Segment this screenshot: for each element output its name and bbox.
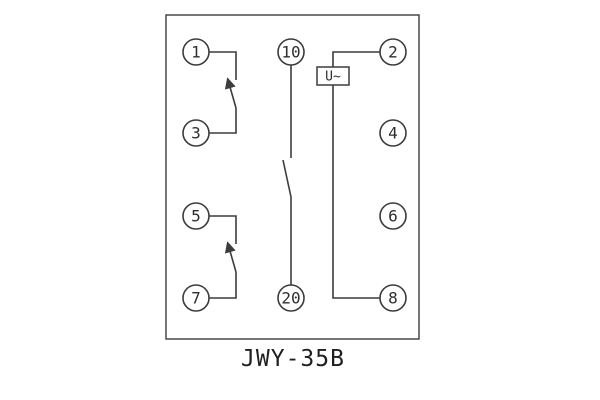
terminal-3: 3 bbox=[182, 119, 210, 147]
terminal-8-label: 8 bbox=[388, 289, 398, 308]
terminal-3-label: 3 bbox=[191, 124, 201, 143]
terminal-5: 5 bbox=[182, 202, 210, 230]
contact-1-3-lower-wire bbox=[209, 108, 237, 134]
terminal-10: 10 bbox=[277, 38, 305, 66]
terminal-2: 2 bbox=[379, 38, 407, 66]
contact-5-7-fixed-wire bbox=[209, 215, 237, 244]
terminal-4-circle bbox=[379, 119, 407, 147]
voltage-element: U~ bbox=[316, 66, 350, 86]
terminal-4: 4 bbox=[379, 119, 407, 147]
terminal-5-label: 5 bbox=[191, 207, 201, 226]
terminal-20: 20 bbox=[277, 284, 305, 312]
contact-1-3-fixed-wire bbox=[209, 51, 237, 80]
voltage-element-label: U~ bbox=[325, 70, 341, 85]
contact-5-7-blade bbox=[224, 241, 237, 273]
branch-2-8: U~ bbox=[316, 51, 380, 299]
terminal-4-label: 4 bbox=[388, 124, 398, 143]
wire-2-to-device bbox=[332, 51, 380, 67]
terminal-7-label: 7 bbox=[191, 289, 201, 308]
terminal-2-label: 2 bbox=[388, 43, 398, 62]
switch-10-20 bbox=[282, 65, 292, 285]
contact-5-7 bbox=[209, 215, 237, 299]
terminal-2-circle bbox=[379, 38, 407, 66]
contact-5-7-lower-wire bbox=[209, 272, 237, 299]
terminal-6-circle bbox=[379, 202, 407, 230]
switch-blade bbox=[282, 159, 292, 198]
terminal-7: 7 bbox=[182, 284, 210, 312]
terminal-6-label: 6 bbox=[388, 207, 398, 226]
terminal-1: 1 bbox=[182, 38, 210, 66]
terminal-10-label: 10 bbox=[281, 43, 300, 62]
diagram-frame bbox=[165, 14, 420, 340]
terminal-3-circle bbox=[182, 119, 210, 147]
terminal-6: 6 bbox=[379, 202, 407, 230]
model-caption: JWY-35B bbox=[241, 346, 345, 372]
contact-1-3 bbox=[209, 51, 237, 134]
terminal-20-label: 20 bbox=[281, 289, 300, 308]
wire-device-to-8 bbox=[332, 85, 380, 299]
voltage-element-box bbox=[316, 66, 350, 86]
terminal-7-circle bbox=[182, 284, 210, 312]
terminal-1-label: 1 bbox=[191, 43, 201, 62]
terminal-8-circle bbox=[379, 284, 407, 312]
contact-1-3-blade bbox=[224, 77, 237, 109]
terminal-5-circle bbox=[182, 202, 210, 230]
terminal-10-circle bbox=[277, 38, 305, 66]
terminal-20-circle bbox=[277, 284, 305, 312]
terminal-8: 8 bbox=[379, 284, 407, 312]
terminal-1-circle bbox=[182, 38, 210, 66]
